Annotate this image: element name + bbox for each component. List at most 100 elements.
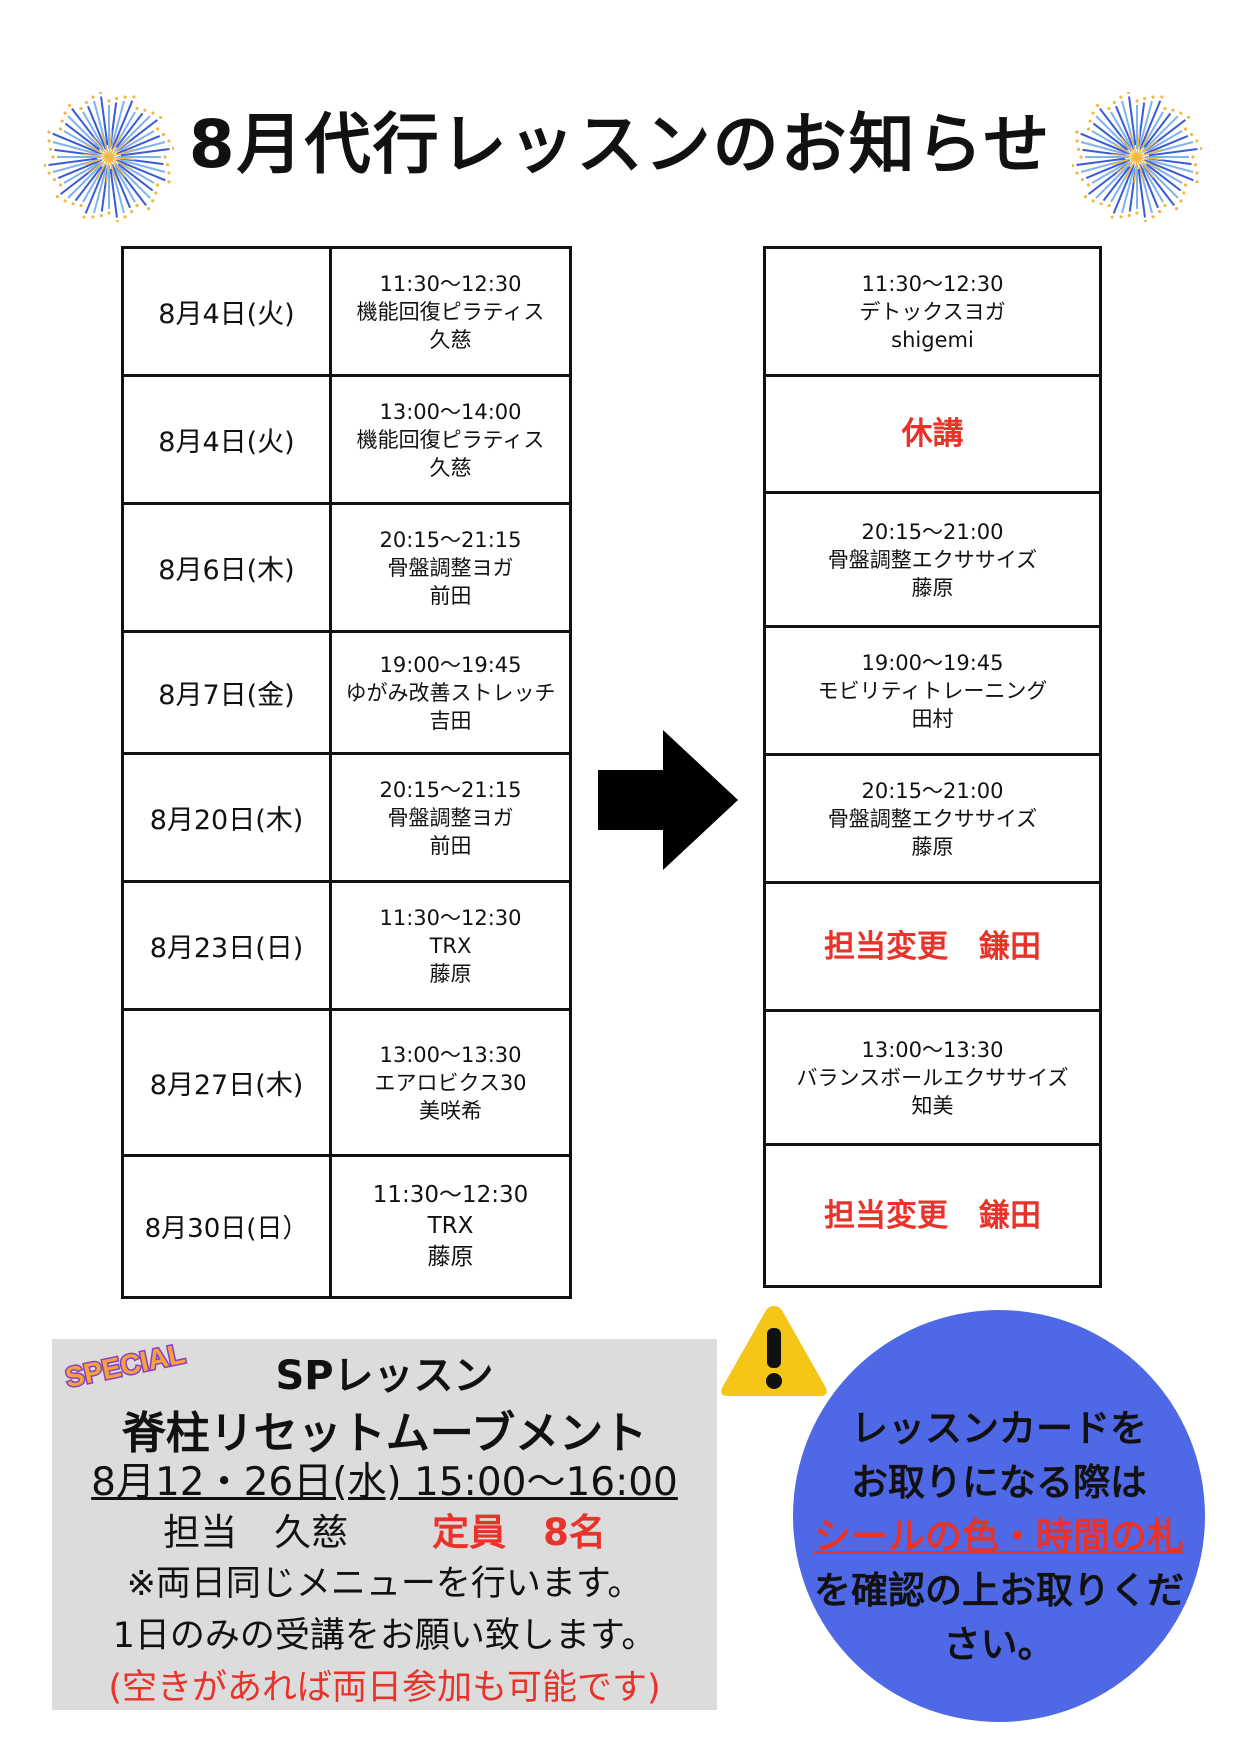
row-instructor: 前田 bbox=[429, 583, 472, 608]
row-time: 13:00〜14:00 bbox=[379, 399, 522, 424]
notice-line-1: レッスンカードを bbox=[851, 1407, 1147, 1450]
row-instructor: 前田 bbox=[429, 833, 472, 858]
sp-schedule: 8月12・26日(水) 15:00〜16:00 bbox=[91, 1460, 678, 1505]
row-date: 8月30日(日） bbox=[121, 1154, 332, 1299]
sp-instructor-capacity: 担当 久慈 定員 8名 bbox=[52, 1502, 717, 1556]
row-date: 8月7日(金) bbox=[121, 630, 332, 755]
substitute-instructor: 藤原 bbox=[911, 575, 954, 600]
substitute-row: 20:15〜21:00 骨盤調整エクササイズ藤原 bbox=[763, 491, 1102, 628]
substitute-time: 13:00〜13:30 bbox=[861, 1037, 1004, 1062]
fireworks-icon-left bbox=[42, 90, 176, 224]
row-time: 11:30〜12:30 bbox=[372, 1182, 529, 1208]
row-lesson: 機能回復ピラティス bbox=[356, 427, 545, 452]
warning-icon bbox=[716, 1300, 832, 1402]
row-time: 13:00〜13:30 bbox=[379, 1042, 522, 1067]
sp-heading: SPレッスン bbox=[275, 1353, 494, 1399]
row-instructor: 久慈 bbox=[429, 327, 472, 352]
row-time: 20:15〜21:15 bbox=[379, 777, 522, 802]
row-lesson: TRX bbox=[429, 933, 472, 958]
row-lesson-cell: 11:30〜12:30 機能回復ピラティス久慈 bbox=[329, 246, 572, 377]
sp-note-3: (空きがあれば両日参加も可能です) bbox=[108, 1668, 661, 1708]
substitute-time: 11:30〜12:30 bbox=[861, 271, 1004, 296]
special-badge: SPECIAL bbox=[44, 1336, 206, 1395]
row-instructor: 美咲希 bbox=[419, 1098, 482, 1123]
notice-line-5: さい。 bbox=[943, 1623, 1055, 1666]
row-time: 11:30〜12:30 bbox=[379, 905, 522, 930]
substitute-cell: 11:30〜12:30 デトックスヨガ shigemi bbox=[763, 246, 1102, 377]
substitute-schedule-table: 11:30〜12:30 デトックスヨガ shigemi 休講 20:15〜21:00 骨盤… bbox=[763, 246, 1102, 1288]
sp-instructor: 担当 久慈 bbox=[163, 1511, 349, 1554]
notice-line-3: シールの色・時間の札 bbox=[814, 1515, 1184, 1558]
row-lesson: 機能回復ピラティス bbox=[356, 299, 545, 324]
fireworks-icon-right bbox=[1070, 90, 1204, 224]
original-row: 8月7日(金) 19:00〜19:45 ゆがみ改善ストレッチ吉田 bbox=[121, 630, 572, 755]
sp-lesson-name: 脊柱リセットムーブメント bbox=[121, 1408, 648, 1459]
substitute-row: 休講 bbox=[763, 374, 1102, 494]
original-row: 8月4日(火) 11:30〜12:30 機能回復ピラティス久慈 bbox=[121, 246, 572, 377]
substitute-cell: 担当変更 鎌田 bbox=[763, 1143, 1102, 1288]
substitute-notice: 担当変更 鎌田 bbox=[824, 928, 1041, 965]
substitute-instructor: 藤原 bbox=[911, 834, 954, 859]
substitute-row: 担当変更 鎌田 bbox=[763, 881, 1102, 1012]
substitute-row: 13:00〜13:30 バランスボールエクササイズ知美 bbox=[763, 1009, 1102, 1146]
substitute-notice: 担当変更 鎌田 bbox=[824, 1197, 1041, 1234]
row-lesson-cell: 13:00〜14:00 機能回復ピラティス久慈 bbox=[329, 374, 572, 505]
row-lesson-cell: 13:00〜13:30 エアロビクス30 美咲希 bbox=[329, 1008, 572, 1157]
substitute-time: 19:00〜19:45 bbox=[861, 650, 1004, 675]
substitute-instructor: 知美 bbox=[911, 1093, 954, 1118]
row-lesson: 骨盤調整ヨガ bbox=[387, 805, 514, 830]
substitute-cell: 担当変更 鎌田 bbox=[763, 881, 1102, 1012]
notice-circle: レッスンカードを お取りになる際は シールの色・時間の札 を確認の上お取りくだ … bbox=[793, 1310, 1205, 1722]
substitute-row: 11:30〜12:30 デトックスヨガ shigemi bbox=[763, 246, 1102, 377]
notice-line-4: を確認の上お取りくだ bbox=[814, 1569, 1184, 1612]
row-time: 19:00〜19:45 bbox=[379, 652, 522, 677]
row-instructor: 久慈 bbox=[429, 455, 472, 480]
substitute-notice: 休講 bbox=[901, 416, 964, 452]
substitute-lesson: デトックスヨガ bbox=[859, 299, 1006, 324]
row-lesson-cell: 20:15〜21:15 骨盤調整ヨガ前田 bbox=[329, 752, 572, 883]
row-lesson-cell: 20:15〜21:15 骨盤調整ヨガ前田 bbox=[329, 502, 572, 633]
sp-note-2: 1日のみの受講をお願い致します。 bbox=[112, 1616, 657, 1656]
right-arrow-icon bbox=[598, 730, 738, 870]
sp-note-1: ※両日同じメニューを行います。 bbox=[126, 1564, 643, 1604]
special-lesson-box: SPレッスン 脊柱リセットムーブメント 8月12・26日(水) 15:00〜16… bbox=[52, 1339, 717, 1710]
row-lesson: エアロビクス30 bbox=[374, 1070, 527, 1095]
substitute-lesson: 骨盤調整エクササイズ bbox=[827, 547, 1038, 572]
substitute-time: 20:15〜21:00 bbox=[861, 519, 1004, 544]
substitute-row: 担当変更 鎌田 bbox=[763, 1143, 1102, 1288]
original-row: 8月27日(木) 13:00〜13:30 エアロビクス30 美咲希 bbox=[121, 1008, 572, 1157]
row-date: 8月4日(火) bbox=[121, 374, 332, 505]
row-lesson: ゆがみ改善ストレッチ bbox=[345, 680, 556, 705]
row-time: 11:30〜12:30 bbox=[379, 271, 522, 296]
substitute-lesson: モビリティトレーニング bbox=[817, 678, 1048, 703]
row-instructor: 吉田 bbox=[429, 708, 472, 733]
row-lesson: 骨盤調整ヨガ bbox=[387, 555, 514, 580]
row-date: 8月27日(木) bbox=[121, 1008, 332, 1157]
substitute-instructor: shigemi bbox=[891, 327, 974, 352]
special-badge-text: SPECIAL bbox=[63, 1338, 188, 1393]
notice-line-2: お取りになる際は bbox=[851, 1461, 1147, 1504]
substitute-cell: 20:15〜21:00 骨盤調整エクササイズ藤原 bbox=[763, 491, 1102, 628]
original-row: 8月4日(火) 13:00〜14:00 機能回復ピラティス久慈 bbox=[121, 374, 572, 505]
substitute-cell: 13:00〜13:30 バランスボールエクササイズ知美 bbox=[763, 1009, 1102, 1146]
substitute-lesson: バランスボールエクササイズ bbox=[796, 1065, 1069, 1090]
row-time: 20:15〜21:15 bbox=[379, 527, 522, 552]
row-date: 8月4日(火) bbox=[121, 246, 332, 377]
sp-capacity: 定員 8名 bbox=[432, 1511, 606, 1554]
row-lesson-cell: 19:00〜19:45 ゆがみ改善ストレッチ吉田 bbox=[329, 630, 572, 755]
row-instructor: 藤原 bbox=[427, 1244, 474, 1270]
substitute-cell: 休講 bbox=[763, 374, 1102, 494]
row-lesson: TRX bbox=[427, 1213, 474, 1239]
substitute-lesson: 骨盤調整エクササイズ bbox=[827, 806, 1038, 831]
page-title: 8月代行レッスンのお知らせ bbox=[188, 106, 1052, 183]
